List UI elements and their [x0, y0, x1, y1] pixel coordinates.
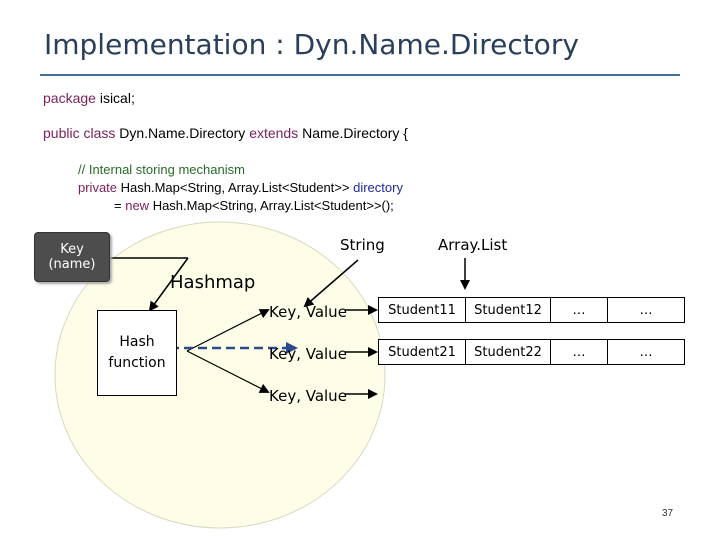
code-text: isical; — [95, 90, 135, 106]
page-number: 37 — [662, 508, 674, 519]
entry-key-value-3: Key, Value — [269, 387, 347, 405]
code-text: Hash.Map<String, Array.List<Student>>(); — [149, 198, 394, 213]
code-keyword: package — [43, 90, 96, 106]
hash-to-entry3-arrow — [186, 350, 270, 393]
list-cell-row2-2: Student22 — [465, 339, 551, 365]
code-text: = — [114, 198, 126, 213]
code-line-field: private Hash.Map<String, Array.List<Stud… — [78, 180, 403, 195]
code-comment: // Internal storing mechanism — [78, 162, 245, 177]
hash-to-entry1-arrow — [186, 309, 270, 352]
code-keyword: private — [78, 180, 118, 195]
list-cell-row1-2: Student12 — [465, 297, 551, 323]
page-title: Implementation : Dyn.Name.Directory — [44, 28, 579, 61]
code-text: Dyn.Name.Directory — [115, 125, 250, 141]
string-arrow — [303, 259, 359, 308]
key-box-line1: Key — [60, 242, 84, 257]
code-line-comment: // Internal storing mechanism — [78, 162, 245, 177]
key-name-box: Key (name) — [34, 232, 110, 282]
entry-key-value-2: Key, Value — [269, 345, 347, 363]
code-line-class: public class Dyn.Name.Directory extends … — [43, 125, 408, 141]
list-cell-row2-3: … — [550, 339, 608, 365]
list-cell-row2-4: … — [607, 339, 685, 365]
hash-function-line1: Hash — [119, 334, 155, 350]
hash-function-box: Hash function — [97, 310, 177, 396]
code-text: Hash.Map<String, Array.List<Student>> — [117, 180, 354, 195]
entry-key-value-1: Key, Value — [269, 303, 347, 321]
hashmap-ellipse — [54, 221, 386, 529]
label-string: String — [340, 236, 385, 254]
code-line-package: package isical; — [43, 90, 135, 106]
key-to-hash-arrow — [148, 257, 189, 312]
label-hashmap: Hashmap — [170, 272, 256, 293]
list-cell-row1-4: … — [607, 297, 685, 323]
code-keyword: new — [125, 198, 150, 213]
code-keyword: public class — [43, 125, 116, 141]
list-cell-row1-1: Student11 — [378, 297, 466, 323]
code-text: Name.Directory { — [298, 125, 408, 141]
code-line-init: = new Hash.Map<String, Array.List<Studen… — [114, 198, 394, 213]
key-box-line2: (name) — [48, 257, 96, 272]
list-cell-row2-1: Student21 — [378, 339, 466, 365]
list-cell-row1-3: … — [550, 297, 608, 323]
label-arraylist: Array.List — [438, 236, 508, 254]
code-keyword: extends — [249, 125, 299, 141]
title-rule — [40, 74, 680, 76]
hash-function-line2: function — [108, 355, 166, 371]
code-field-name: directory — [353, 180, 403, 195]
